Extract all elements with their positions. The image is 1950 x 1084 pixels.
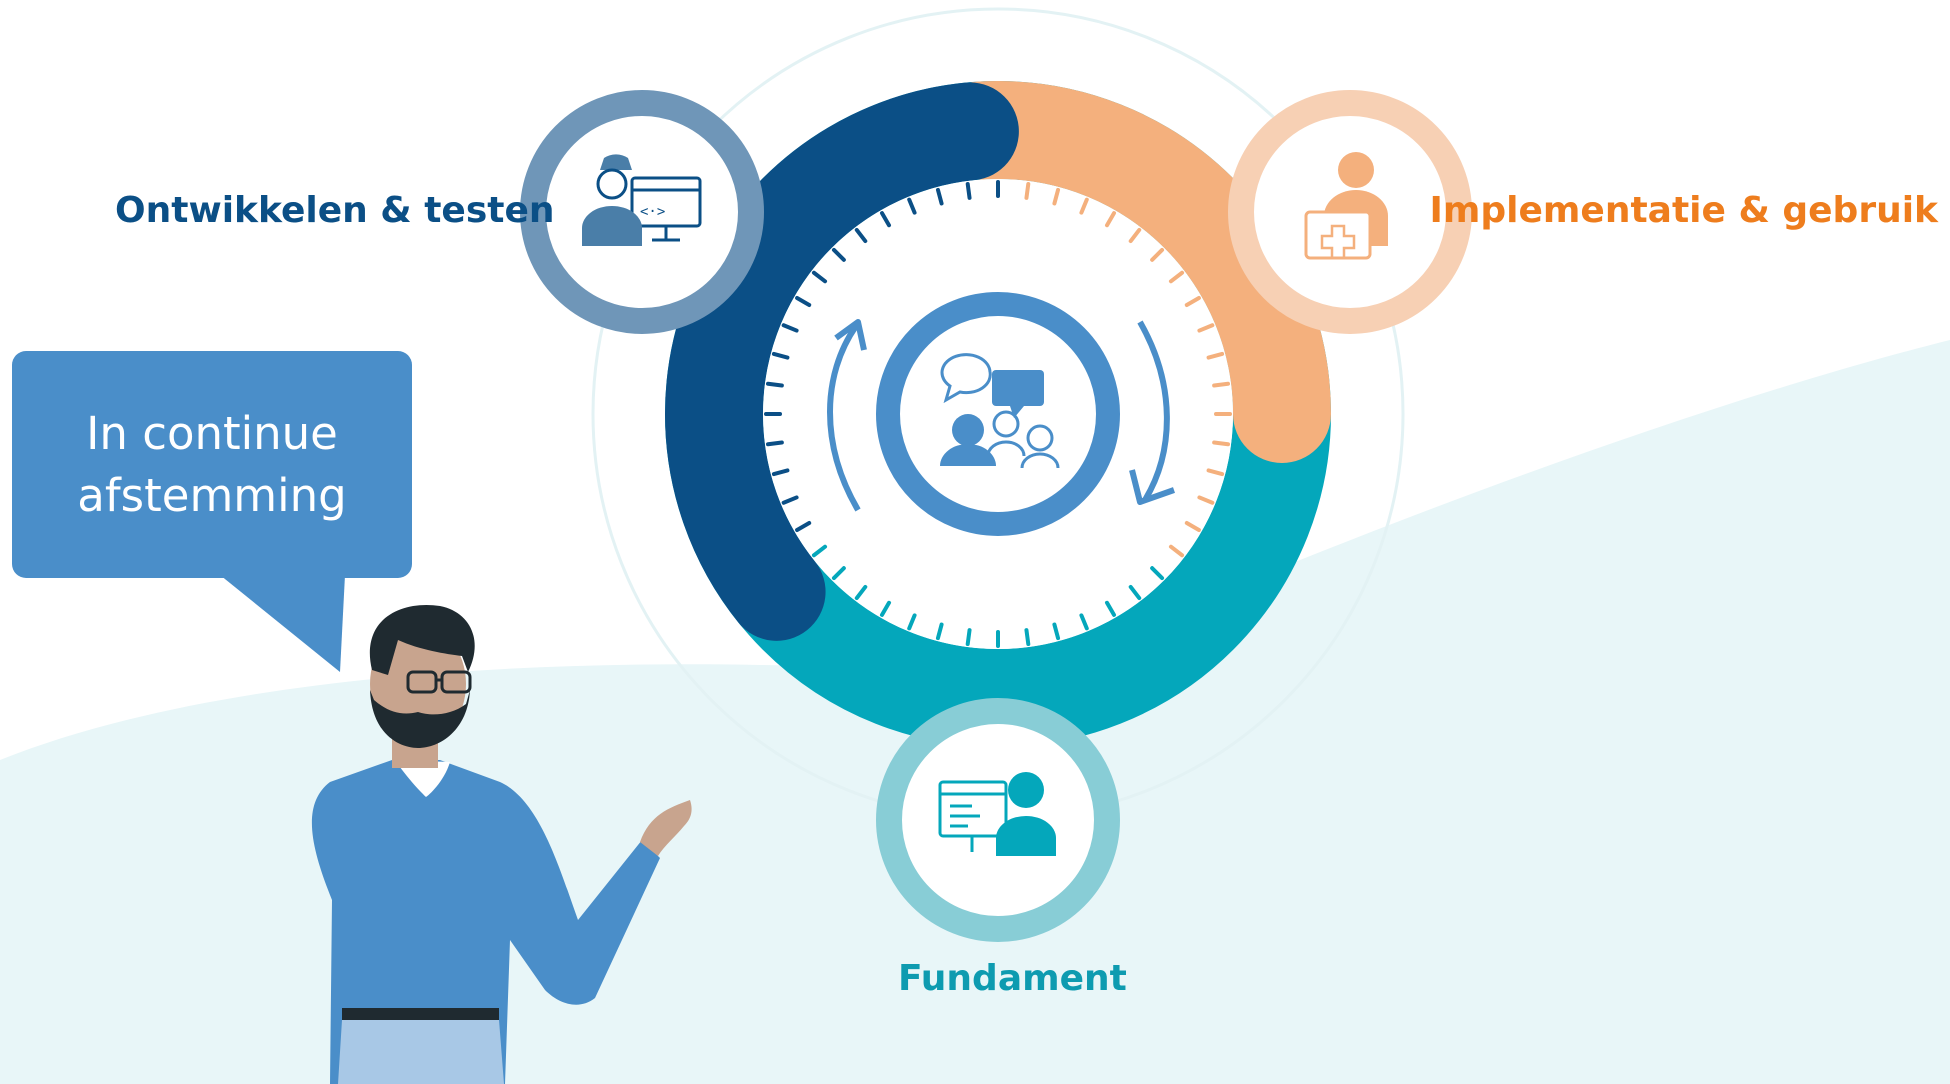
dial-tick <box>1105 211 1116 228</box>
dial-tick <box>1079 613 1089 631</box>
node-foundation <box>876 698 1120 942</box>
dial-tick <box>907 197 917 215</box>
dial-tick <box>965 181 972 200</box>
speech-bubble: In continue afstemming <box>12 351 412 578</box>
speech-bubble-tail <box>220 575 345 672</box>
dial-tick <box>1168 270 1185 284</box>
dial-ticks <box>764 180 1232 648</box>
dial-tick <box>811 544 828 558</box>
dial-tick <box>854 227 868 244</box>
dial-tick <box>1052 622 1061 641</box>
dial-tick <box>771 351 790 360</box>
dial-tick <box>795 521 812 532</box>
stage-label-implementation: Implementatie & gebruik <box>1429 190 1938 231</box>
speech-bubble-text: In continue afstemming <box>77 406 347 522</box>
group-conversation-icon <box>940 353 1060 469</box>
dial-tick <box>1206 351 1225 360</box>
person-at-computer-icon <box>938 772 1056 856</box>
dial-tick <box>1197 323 1215 333</box>
dial-tick <box>1212 440 1231 447</box>
ring-segment-development <box>665 81 1331 747</box>
dial-tick <box>1206 468 1225 477</box>
developer-coding-icon: <·> <box>582 154 702 246</box>
dial-tick <box>1128 227 1142 244</box>
dial-tick <box>831 566 846 581</box>
dial-tick <box>795 296 812 307</box>
dial-tick <box>765 440 784 447</box>
dial-tick <box>765 381 784 388</box>
dial-tick <box>781 495 799 505</box>
node-development <box>520 90 764 334</box>
presenter-person <box>311 604 692 1084</box>
dial-tick <box>1079 197 1089 215</box>
rotate-arrow-left-head <box>834 319 867 351</box>
dial-tick <box>771 468 790 477</box>
doctor-medical-case-icon <box>1304 152 1388 260</box>
dial-tick <box>1150 247 1165 262</box>
dial-tick <box>854 584 868 601</box>
rotate-arrow-right-head <box>1129 469 1175 505</box>
dial-tick <box>1184 521 1201 532</box>
dial-tick <box>1168 544 1185 558</box>
dial-tick <box>1150 566 1165 581</box>
dial-tick <box>880 600 891 617</box>
dial-tick <box>965 628 972 647</box>
dial-tick <box>1212 381 1231 388</box>
dial-tick <box>935 622 944 641</box>
rotate-arrow-right <box>1137 320 1170 502</box>
dial-tick <box>1128 584 1142 601</box>
dial-tick <box>1024 628 1031 647</box>
dial-tick <box>831 247 846 262</box>
dial-tick <box>1197 495 1215 505</box>
dial-tick <box>907 613 917 631</box>
rotate-arrow-left <box>827 324 861 512</box>
dial-tick <box>781 323 799 333</box>
dial-tick <box>880 211 891 228</box>
stage-label-development: Ontwikkelen & testen <box>115 190 555 231</box>
dial-tick <box>811 270 828 284</box>
stage-label-foundation: Fundament <box>898 958 1127 999</box>
dial-tick <box>1052 187 1061 206</box>
dial-tick <box>935 187 944 206</box>
dial-tick <box>1024 181 1031 200</box>
svg-text:<·>: <·> <box>640 204 665 220</box>
dial-tick <box>1105 600 1116 617</box>
dial-tick <box>1184 296 1201 307</box>
